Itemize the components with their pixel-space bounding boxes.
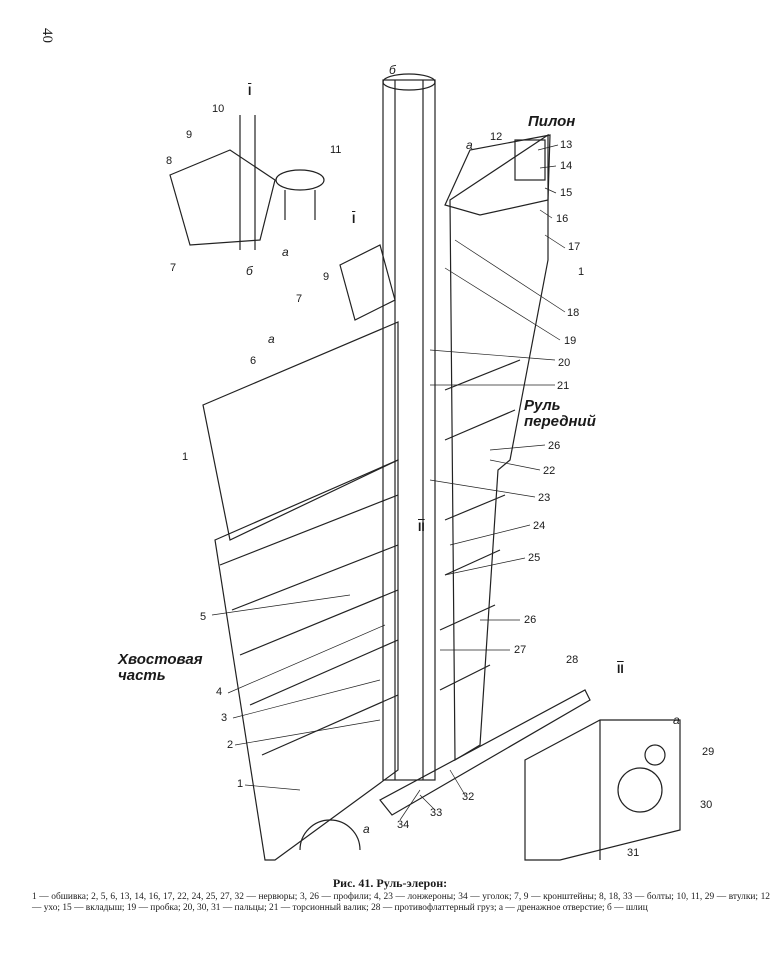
- callout-b: б: [389, 63, 396, 77]
- callout-a-bottom: а: [363, 822, 370, 836]
- front-rudder-label: Руль передний: [524, 398, 596, 430]
- callout-29: 29: [702, 746, 715, 758]
- figure-caption-title: Рис. 41. Руль-элерон:: [332, 876, 448, 890]
- anti-flutter-weight: [379, 689, 591, 816]
- upper-bracket: [339, 244, 396, 321]
- section-mark-one-main: I: [352, 212, 356, 226]
- callout-1-pylon: 1: [578, 266, 585, 278]
- callout-15: 15: [560, 187, 573, 199]
- callout-a-top: а: [466, 138, 473, 152]
- pylon-label: Пилон: [528, 113, 576, 130]
- callout-11: 11: [330, 144, 342, 156]
- callout-3: 3: [221, 712, 228, 724]
- callout-5: 5: [200, 611, 207, 623]
- callout-12: 12: [490, 131, 503, 143]
- front-rudder-label-line1: Руль: [524, 397, 561, 414]
- callout-9: 9: [323, 271, 330, 283]
- callout-a-inset-two: а: [673, 713, 680, 727]
- detail-inset-one: [169, 115, 325, 250]
- callout-24: 24: [533, 520, 546, 532]
- callout-10: 10: [212, 103, 225, 115]
- callout-17: 17: [568, 241, 581, 253]
- callout-14: 14: [560, 160, 573, 172]
- callout-7: 7: [296, 293, 303, 305]
- callout-26-upper: 26: [548, 440, 561, 452]
- callout-19: 19: [564, 335, 577, 347]
- callout-26-lower: 26: [524, 614, 537, 626]
- tail-part-label: Хвостовая часть: [118, 652, 203, 684]
- callout-1-left: 1: [182, 451, 189, 463]
- callout-4: 4: [216, 686, 223, 698]
- callout-13: 13: [560, 139, 573, 151]
- callout-28: 28: [566, 654, 579, 666]
- callout-6: 6: [250, 355, 257, 367]
- callout-32: 32: [462, 791, 475, 803]
- front-rudder-outline: [449, 133, 549, 762]
- detail-inset-two: [524, 719, 681, 861]
- section-mark-two-main: II: [418, 520, 425, 534]
- callout-25: 25: [528, 552, 541, 564]
- callout-22: 22: [543, 465, 556, 477]
- callout-16: 16: [556, 213, 569, 225]
- drain-hole: [299, 819, 361, 851]
- shaft-top: [382, 73, 436, 91]
- callout-b-inset: б: [246, 264, 253, 278]
- section-mark-two: II: [617, 662, 624, 676]
- callout-31: 31: [627, 847, 640, 859]
- callout-9-inset: 9: [186, 129, 193, 141]
- tail-part-label-line1: Хвостовая: [118, 651, 203, 668]
- section-mark-one: I: [248, 84, 252, 98]
- callout-34: 34: [397, 819, 410, 831]
- callout-2: 2: [227, 739, 234, 751]
- callout-27: 27: [514, 644, 527, 656]
- callout-23: 23: [538, 492, 551, 504]
- callout-20: 20: [558, 357, 571, 369]
- pylon-box: [444, 134, 551, 216]
- callout-a-left: а: [268, 332, 275, 346]
- callout-7-inset: 7: [170, 262, 177, 274]
- callout-18: 18: [567, 307, 580, 319]
- front-rudder-label-line2: передний: [524, 413, 596, 430]
- callout-33: 33: [430, 807, 443, 819]
- callout-1-bottom: 1: [237, 778, 244, 790]
- callout-a-inset: а: [282, 245, 289, 259]
- rudder-aileron-drawing: [169, 73, 681, 861]
- tail-skin-outline: [202, 321, 399, 541]
- callout-21: 21: [557, 380, 570, 392]
- tail-part-label-line2: часть: [118, 667, 166, 684]
- callout-8: 8: [166, 155, 173, 167]
- tail-lower-panel: [214, 459, 399, 861]
- pylon-fitting: [514, 139, 546, 181]
- figure-legend: 1 — обшивка; 2, 5, 6, 13, 14, 16, 17, 22…: [32, 892, 770, 913]
- central-shaft: [382, 79, 436, 781]
- callout-30: 30: [700, 799, 713, 811]
